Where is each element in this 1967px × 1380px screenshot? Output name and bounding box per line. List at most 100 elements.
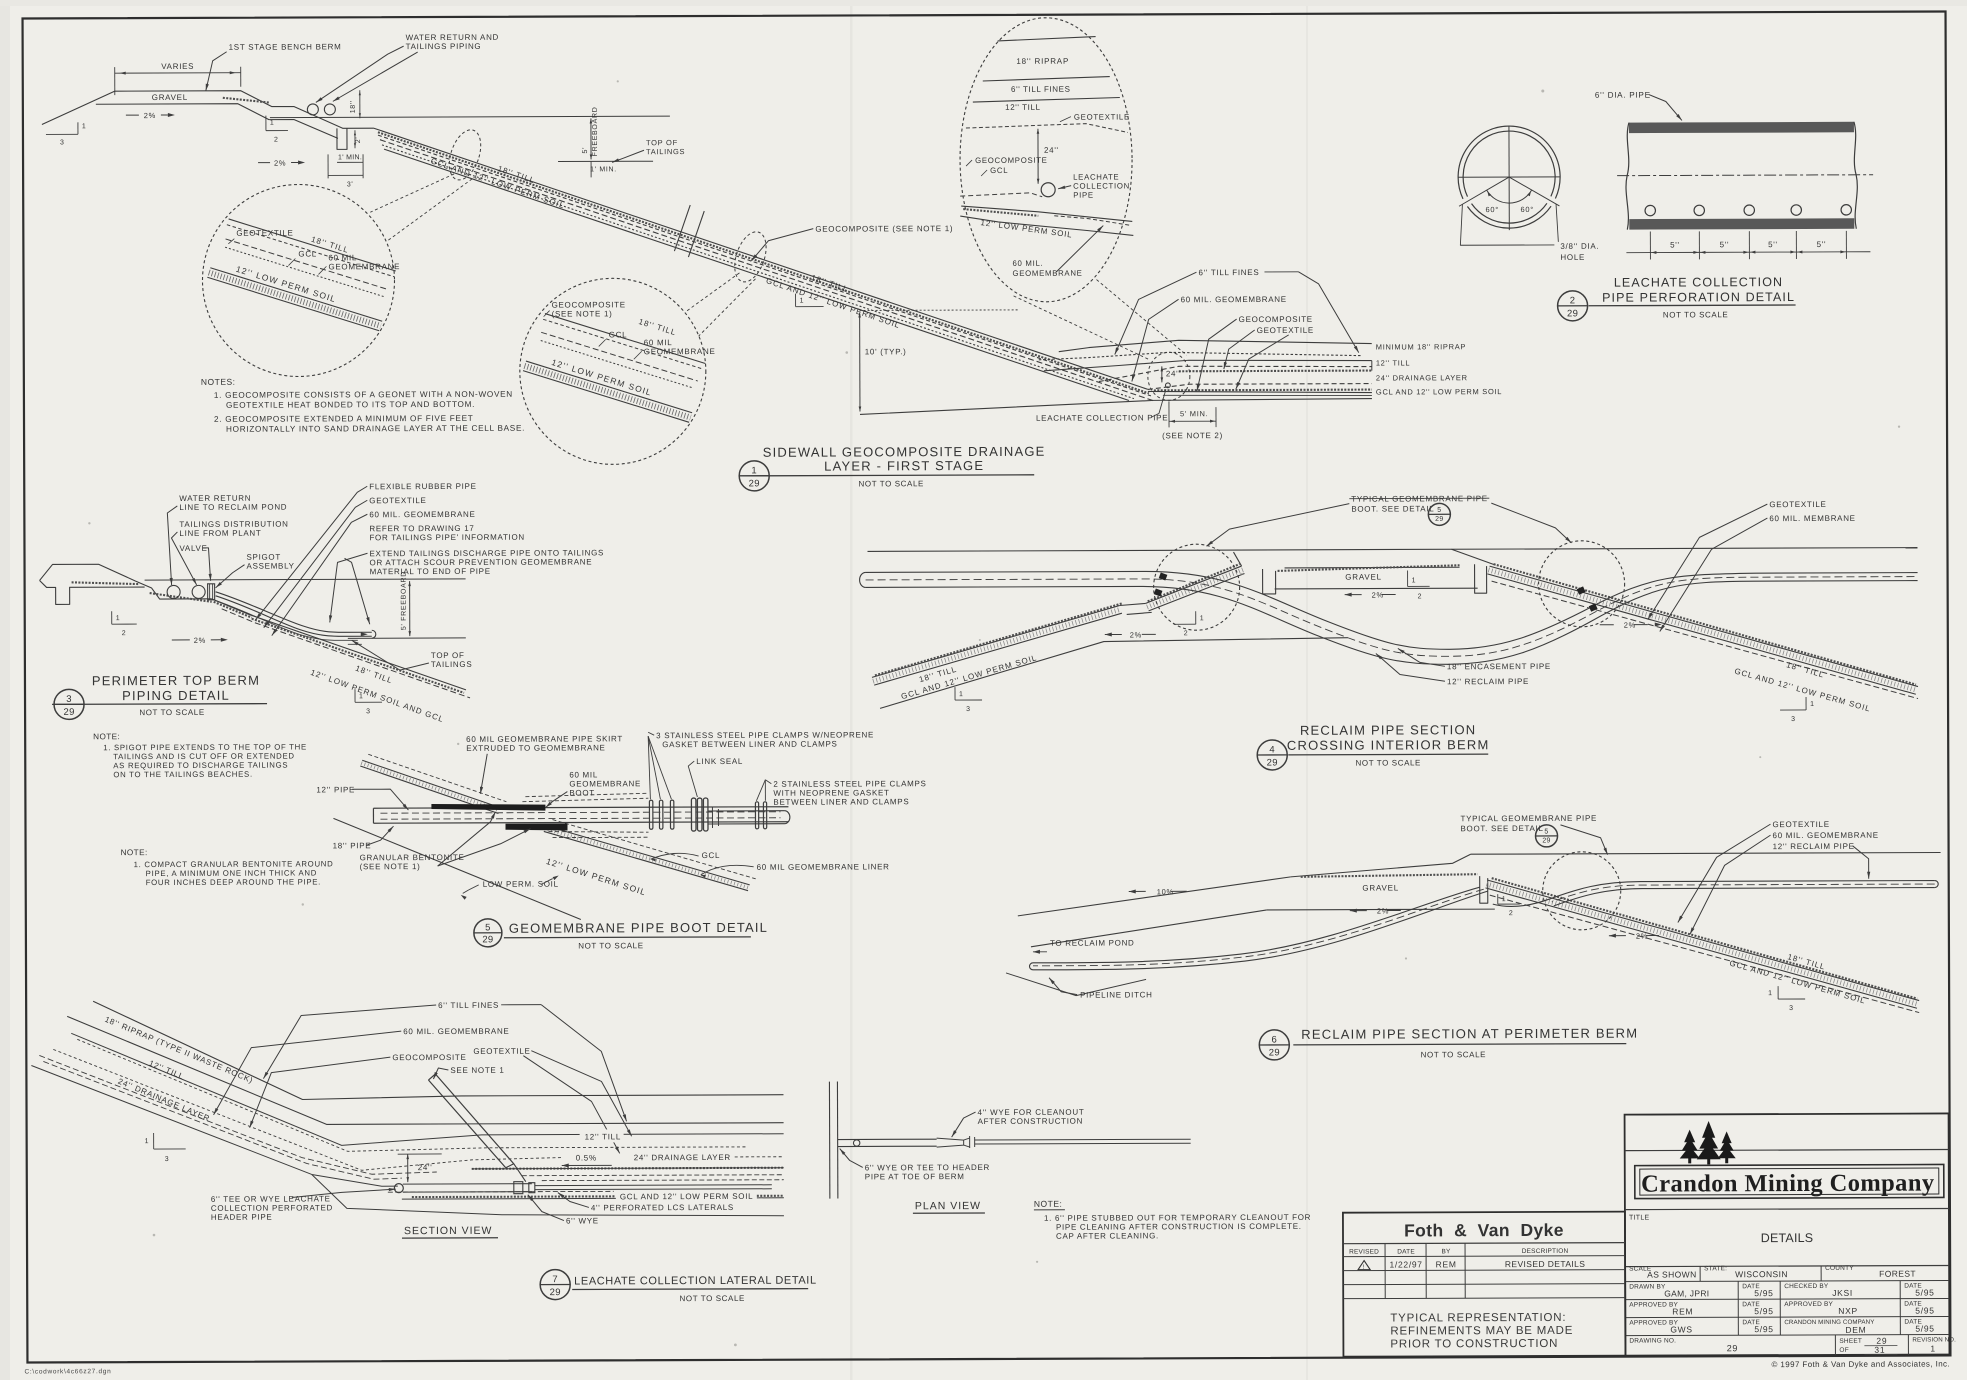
svg-text:AS SHOWN: AS SHOWN	[1647, 1269, 1697, 1279]
svg-text:1: 1	[116, 615, 121, 622]
svg-text:TYPICAL GEOMEMBRANE PIPE: TYPICAL GEOMEMBRANE PIPE	[1351, 494, 1488, 504]
svg-text:MATERIAL TO END OF PIPE: MATERIAL TO END OF PIPE	[370, 567, 491, 576]
svg-text:2%: 2%	[274, 159, 286, 168]
svg-text:3: 3	[165, 1156, 170, 1163]
svg-text:REFINEMENTS MAY BE MADE: REFINEMENTS MAY BE MADE	[1390, 1325, 1573, 1338]
svg-text:LEACHATE: LEACHATE	[1073, 172, 1119, 181]
svg-text:1: 1	[359, 693, 364, 700]
svg-text:GEOTEXTILE: GEOTEXTILE	[1769, 500, 1826, 509]
svg-text:REFER TO DRAWING 17: REFER TO DRAWING 17	[369, 524, 474, 533]
svg-text:LINK SEAL: LINK SEAL	[696, 757, 743, 766]
svg-text:GEOTEXTILE: GEOTEXTILE	[1772, 820, 1829, 829]
svg-text:12'' TILL: 12'' TILL	[1005, 103, 1040, 112]
svg-text:2: 2	[1509, 910, 1514, 917]
svg-text:18'' ENCASEMENT PIPE: 18'' ENCASEMENT PIPE	[1447, 662, 1551, 671]
svg-text:NOTE:: NOTE:	[93, 732, 120, 741]
svg-text:SECTION VIEW: SECTION VIEW	[404, 1225, 492, 1237]
svg-text:5'': 5''	[1720, 240, 1730, 249]
svg-text:1: 1	[1810, 701, 1815, 708]
svg-text:1. COMPACT GRANULAR BENTONITE: 1. COMPACT GRANULAR BENTONITE AROUND	[134, 859, 334, 869]
svg-text:1: 1	[800, 298, 805, 305]
svg-text:TYPICAL REPRESENTATION:: TYPICAL REPRESENTATION:	[1390, 1312, 1566, 1325]
svg-text:OR ATTACH SCOUR PREVENTION GEO: OR ATTACH SCOUR PREVENTION GEOMEMBRANE	[370, 557, 593, 567]
svg-text:OF: OF	[1839, 1347, 1848, 1354]
svg-text:PIPING DETAIL: PIPING DETAIL	[122, 688, 230, 703]
svg-text:2%: 2%	[1624, 621, 1636, 630]
svg-text:TAILINGS: TAILINGS	[646, 147, 685, 156]
svg-text:FOR TAILINGS PIPE' INFORMATION: FOR TAILINGS PIPE' INFORMATION	[369, 533, 524, 543]
svg-text:GEOTEXTILE: GEOTEXTILE	[1074, 112, 1130, 121]
svg-text:GEOTEXTILE: GEOTEXTILE	[473, 1047, 530, 1056]
svg-text:DATE: DATE	[1742, 1283, 1760, 1290]
svg-text:GCL: GCL	[298, 249, 317, 258]
svg-text:BOOT: BOOT	[569, 788, 595, 797]
svg-text:60 MIL: 60 MIL	[328, 253, 357, 262]
svg-text:EXTEND TAILINGS DISCHARGE PIPE: EXTEND TAILINGS DISCHARGE PIPE ONTO TAIL…	[369, 548, 604, 558]
svg-text:3: 3	[66, 694, 72, 705]
svg-text:AFTER CONSTRUCTION: AFTER CONSTRUCTION	[978, 1117, 1084, 1126]
svg-text:1' MIN.: 1' MIN.	[590, 166, 617, 173]
svg-text:GRAVEL: GRAVEL	[1345, 573, 1382, 582]
svg-text:RECLAIM PIPE SECTION AT PERIME: RECLAIM PIPE SECTION AT PERIMETER BERM	[1301, 1026, 1638, 1042]
svg-text:5/95: 5/95	[1754, 1324, 1773, 1334]
svg-text:NOT TO SCALE: NOT TO SCALE	[1663, 310, 1728, 319]
svg-text:60 MIL: 60 MIL	[569, 770, 598, 779]
svg-text:NOT TO SCALE: NOT TO SCALE	[1421, 1050, 1486, 1059]
svg-text:CAP AFTER CLEANING.: CAP AFTER CLEANING.	[1056, 1231, 1159, 1240]
svg-text:5/95: 5/95	[1915, 1288, 1934, 1298]
svg-text:18'': 18''	[350, 100, 357, 113]
svg-text:GEOTEXTILE: GEOTEXTILE	[369, 496, 426, 505]
svg-text:1: 1	[145, 1138, 150, 1145]
svg-text:5'': 5''	[1670, 240, 1680, 249]
svg-text:2. GEOCOMPOSITE EXTENDED A MIN: 2. GEOCOMPOSITE EXTENDED A MINIMUM OF FI…	[214, 414, 473, 424]
svg-text:2%: 2%	[1372, 591, 1384, 600]
svg-text:LEACHATE COLLECTION PIPE: LEACHATE COLLECTION PIPE	[1036, 413, 1168, 422]
svg-text:DRAWN BY: DRAWN BY	[1629, 1284, 1666, 1291]
svg-text:ON TO THE TAILINGS BEACHES.: ON TO THE TAILINGS BEACHES.	[113, 770, 253, 780]
svg-text:DETAILS: DETAILS	[1761, 1231, 1814, 1245]
svg-text:RECLAIM PIPE SECTION: RECLAIM PIPE SECTION	[1300, 722, 1476, 738]
svg-text:6'' WYE OR TEE TO HEADER: 6'' WYE OR TEE TO HEADER	[865, 1163, 990, 1172]
svg-text:2%: 2%	[1377, 907, 1389, 916]
svg-text:5' MIN.: 5' MIN.	[1180, 409, 1208, 418]
svg-text:31: 31	[1874, 1345, 1885, 1355]
svg-text:APPROVED BY: APPROVED BY	[1784, 1301, 1833, 1308]
svg-text:TYPICAL GEOMEMBRANE PIPE: TYPICAL GEOMEMBRANE PIPE	[1460, 814, 1597, 824]
svg-text:60 MIL. GEOMEMBRANE: 60 MIL. GEOMEMBRANE	[1773, 831, 1879, 840]
svg-text:HOLE: HOLE	[1560, 253, 1585, 262]
svg-text:GEOTEXTILE HEAT BONDED TO ITS: GEOTEXTILE HEAT BONDED TO ITS TOP AND BO…	[226, 400, 475, 410]
svg-text:3: 3	[366, 708, 371, 715]
svg-text:PIPE PERFORATION DETAIL: PIPE PERFORATION DETAIL	[1602, 290, 1795, 305]
svg-text:GEOCOMPOSITE: GEOCOMPOSITE	[552, 300, 626, 309]
svg-text:2 STAINLESS STEEL PIPE CLAMPS: 2 STAINLESS STEEL PIPE CLAMPS	[773, 779, 926, 789]
svg-text:12'' TILL: 12'' TILL	[1376, 358, 1411, 367]
svg-text:3: 3	[1789, 1005, 1794, 1012]
svg-text:TOP OF: TOP OF	[646, 138, 678, 147]
svg-text:GRAVEL: GRAVEL	[1362, 883, 1399, 892]
svg-text:29: 29	[1727, 1343, 1738, 1353]
svg-text:BETWEEN LINER AND CLAMPS: BETWEEN LINER AND CLAMPS	[773, 797, 909, 806]
svg-text:60 MIL. GEOMEMBRANE: 60 MIL. GEOMEMBRANE	[403, 1027, 509, 1036]
svg-text:COUNTY: COUNTY	[1825, 1265, 1854, 1272]
svg-text:3': 3'	[347, 181, 354, 188]
svg-text:6'' TEE OR WYE LEACHATE: 6'' TEE OR WYE LEACHATE	[211, 1194, 331, 1203]
svg-text:7: 7	[552, 1274, 558, 1285]
svg-text:LOW PERM. SOIL: LOW PERM. SOIL	[483, 880, 559, 889]
svg-text:WITH NEOPRENE GASKET: WITH NEOPRENE GASKET	[773, 788, 889, 797]
svg-text:1' MIN.: 1' MIN.	[338, 154, 362, 161]
svg-text:NOT TO SCALE: NOT TO SCALE	[679, 1294, 744, 1303]
svg-text:DEM: DEM	[1845, 1325, 1866, 1335]
svg-text:GEOTEXTILE: GEOTEXTILE	[1257, 326, 1314, 335]
svg-text:5/95: 5/95	[1915, 1324, 1934, 1334]
svg-text:PIPE AT TOE OF BERM: PIPE AT TOE OF BERM	[865, 1172, 965, 1181]
svg-text:DESCRIPTION: DESCRIPTION	[1522, 1248, 1569, 1255]
svg-text:2%: 2%	[1636, 932, 1648, 941]
svg-text:Crandon Mining Company: Crandon Mining Company	[1641, 1170, 1935, 1198]
svg-text:2: 2	[1184, 630, 1189, 637]
svg-text:NOTES:: NOTES:	[201, 377, 236, 387]
svg-text:60 MIL: 60 MIL	[644, 338, 673, 347]
svg-text:3 STAINLESS STEEL PIPE CLAMPS: 3 STAINLESS STEEL PIPE CLAMPS W/NEOPRENE	[656, 730, 874, 740]
svg-text:GRANULAR BENTONITE: GRANULAR BENTONITE	[360, 853, 465, 862]
svg-text:29: 29	[1542, 837, 1550, 844]
svg-text:60 MIL.: 60 MIL.	[1012, 259, 1043, 268]
